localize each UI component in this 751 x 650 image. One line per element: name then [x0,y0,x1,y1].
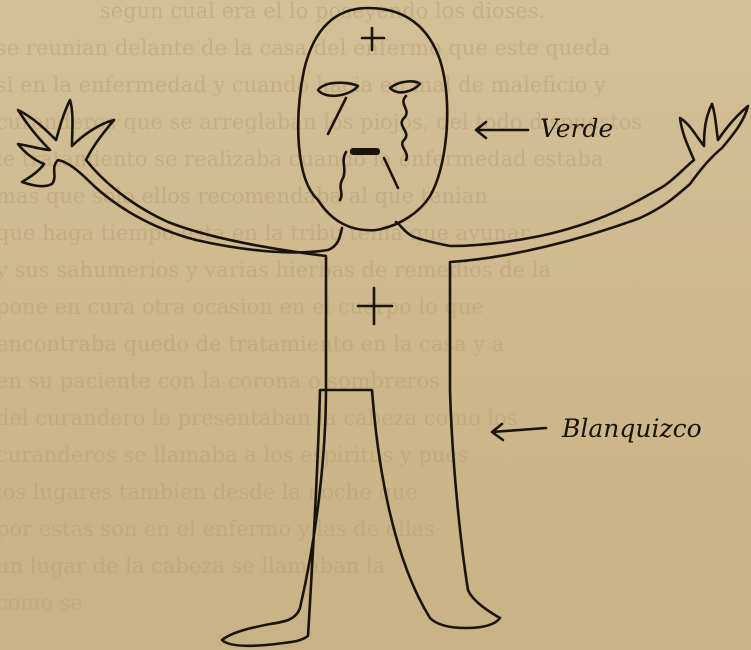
background-text-line: como se [0,591,83,615]
label-blanquizco-group: Blanquizco [492,414,702,443]
background-text-line: los lugares tambien desde la noche que [0,480,418,504]
background-text-line: segun cual era el lo poseyendo los diose… [100,0,545,23]
arrow-blanquizco-icon [492,424,546,440]
background-text-line: del curandero le presentaban la cabeza c… [0,406,518,430]
background-text-line: encontraba quedo de tratamiento en la ca… [0,332,504,356]
background-text-line: por estas son en el enfermo y las de ell… [0,517,435,541]
label-verde: Verde [540,114,613,143]
background-text-line: se reunian delante de la casa del enferm… [0,36,611,60]
background-text-line: que haga tiempo esta en la tribu tenia q… [0,221,531,245]
background-text-line: en su paciente con la corona o sombreros [0,369,440,393]
human-figure [18,8,748,646]
background-text-line: mas que solo ellos recomendaba al que te… [0,184,488,208]
label-blanquizco: Blanquizco [561,414,702,443]
background-text-line: curanderos se llamaba a los espiritus y … [0,443,469,467]
background-text-line: pone en cura otra ocasion en el cuerpo l… [0,295,484,319]
mouth [350,148,380,155]
background-text-line: un lugar de la cabeza se llamaban la [0,554,385,578]
